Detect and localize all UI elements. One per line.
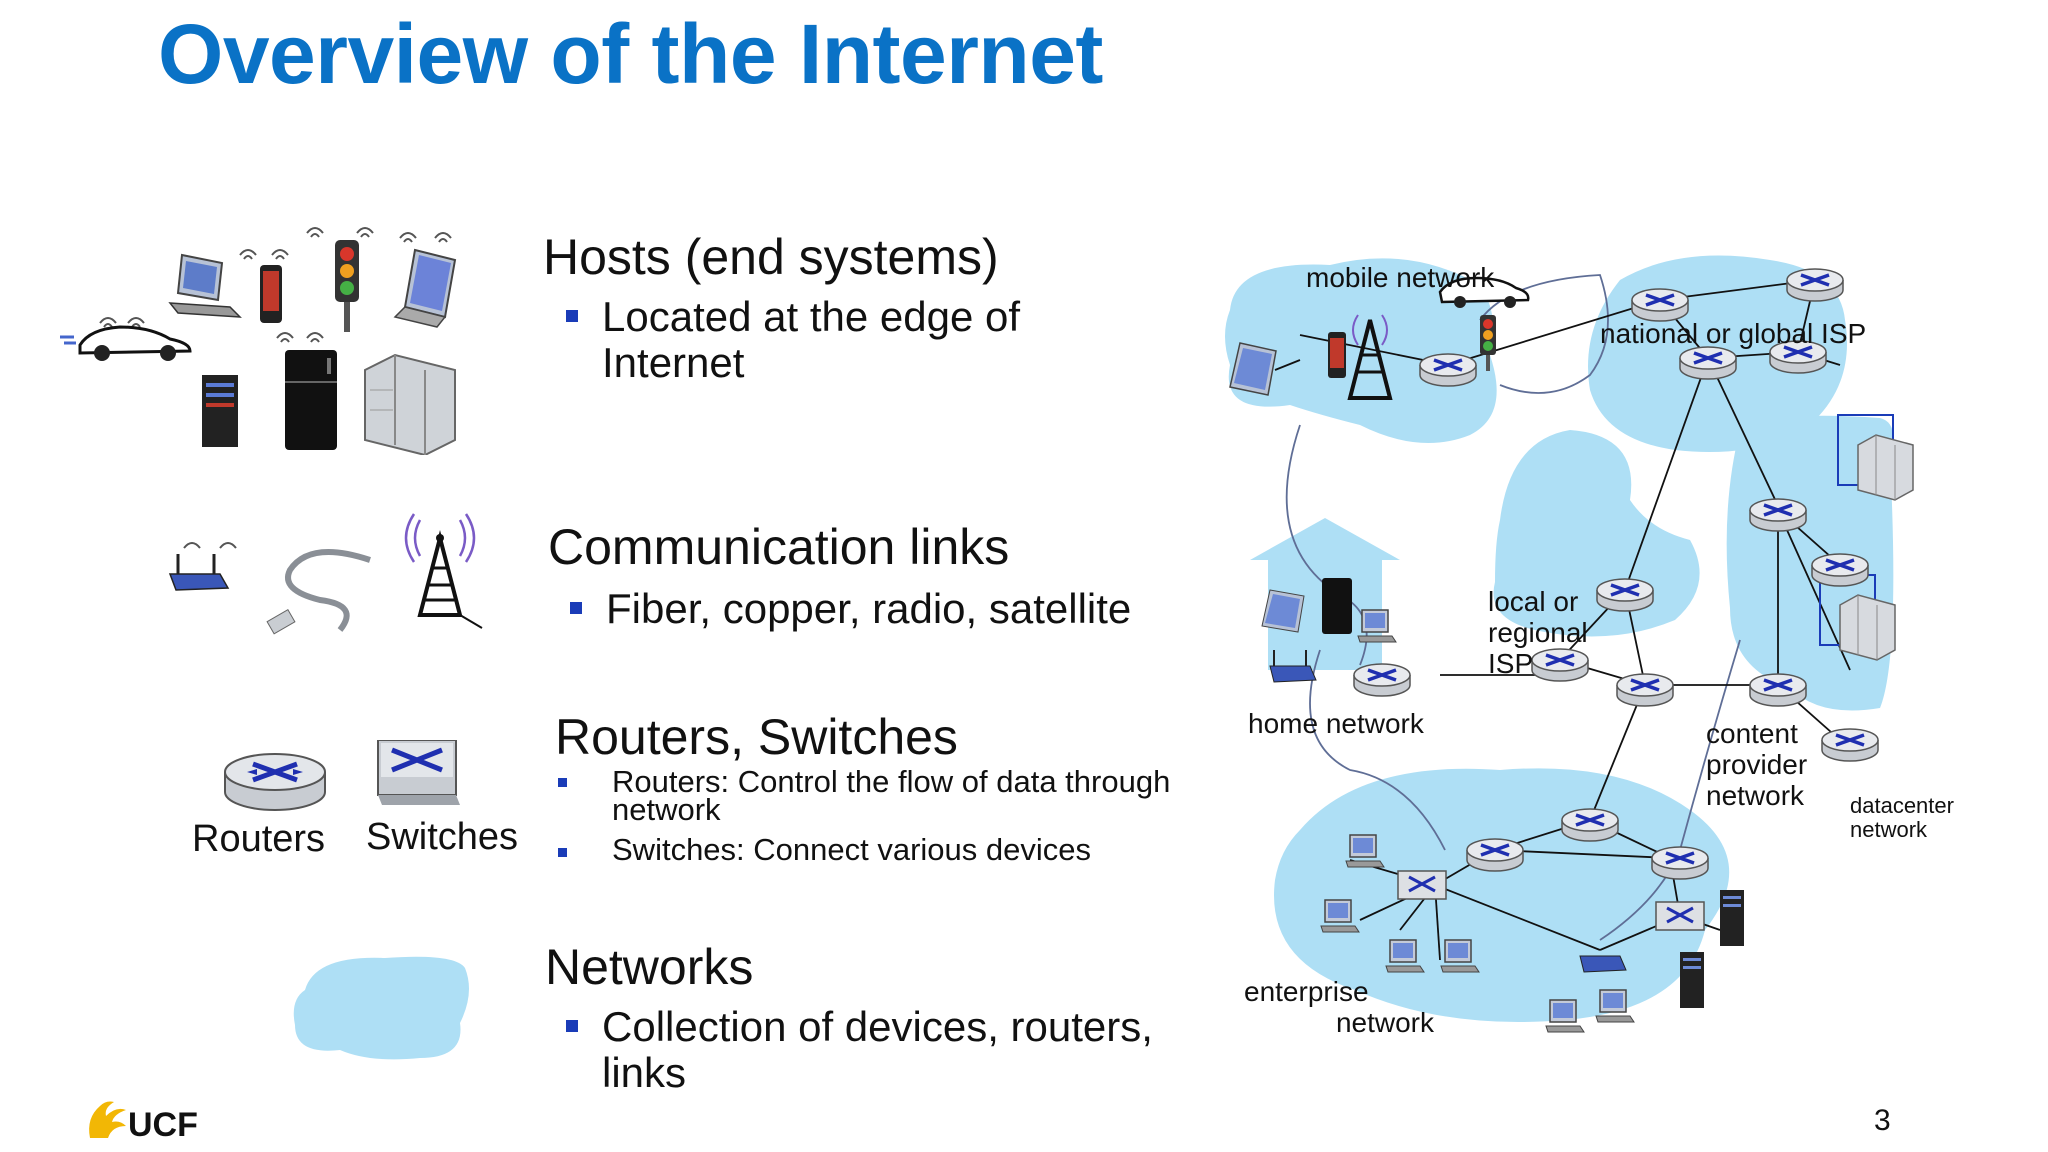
global-isp-label: national or global ISP <box>1600 318 1867 349</box>
network-cloud-icon <box>293 956 469 1060</box>
home-devices <box>1261 578 1397 683</box>
networks-heading: Networks <box>545 939 754 995</box>
mobile-network-label: mobile network <box>1306 262 1495 293</box>
hosts-bullet: Located at the edge of Internet <box>602 293 1021 386</box>
bullet-marker <box>566 310 578 322</box>
bullet-marker <box>570 602 582 614</box>
mobile-devices <box>1229 276 1530 400</box>
ucf-logo-text: UCF <box>128 1106 198 1144</box>
links-icons <box>168 513 483 635</box>
ethernet-cable-icon <box>266 549 371 635</box>
smartphone-icon <box>239 249 289 323</box>
datacenter-label: datacenter network <box>1850 793 1954 842</box>
bullet-marker <box>566 1020 578 1032</box>
router-icon <box>224 753 326 811</box>
hosts-heading: Hosts (end systems) <box>543 229 999 285</box>
laptop-icon <box>393 232 457 328</box>
enterprise-network-label: enterprise network <box>1244 976 1434 1038</box>
regional-isp-label: local or regional ISP <box>1488 586 1588 679</box>
router-switch-icons <box>224 740 460 811</box>
internet-diagram <box>1225 255 1914 1033</box>
enterprise-devices <box>1320 834 1744 1033</box>
desktop-computer-icon <box>168 253 242 318</box>
links-heading: Communication links <box>548 519 1010 575</box>
bullet-marker <box>558 778 567 787</box>
content-provider-label: content provider network <box>1706 718 1808 811</box>
wifi-router-icon <box>168 542 237 591</box>
datacenters <box>1810 414 1914 763</box>
routers-heading: Routers, Switches <box>555 709 958 765</box>
links-bullet: Fiber, copper, radio, satellite <box>606 585 1132 632</box>
switches-bullet: Switches: Connect various devices <box>612 832 1092 867</box>
page-number: 3 <box>1874 1104 1891 1137</box>
server-icon <box>202 375 238 447</box>
home-network-label: home network <box>1248 708 1424 739</box>
traffic-light-icon <box>306 227 374 332</box>
routers-bullet: Routers: Control the flow of data throug… <box>612 764 1171 827</box>
server-rack-icon <box>364 353 456 455</box>
refrigerator-icon <box>276 332 337 450</box>
switch-icon <box>377 740 460 805</box>
hosts-icons <box>60 227 457 455</box>
slide-title: Overview of the Internet <box>158 7 1103 101</box>
ucf-pegasus-icon <box>89 1101 126 1138</box>
routers-label: Routers <box>192 818 326 860</box>
bullet-marker <box>558 848 567 857</box>
switches-label: Switches <box>366 816 519 858</box>
networks-bullet: Collection of devices, routers, links <box>602 1003 1153 1096</box>
car-icon <box>60 317 192 361</box>
cell-tower-icon <box>404 513 483 629</box>
